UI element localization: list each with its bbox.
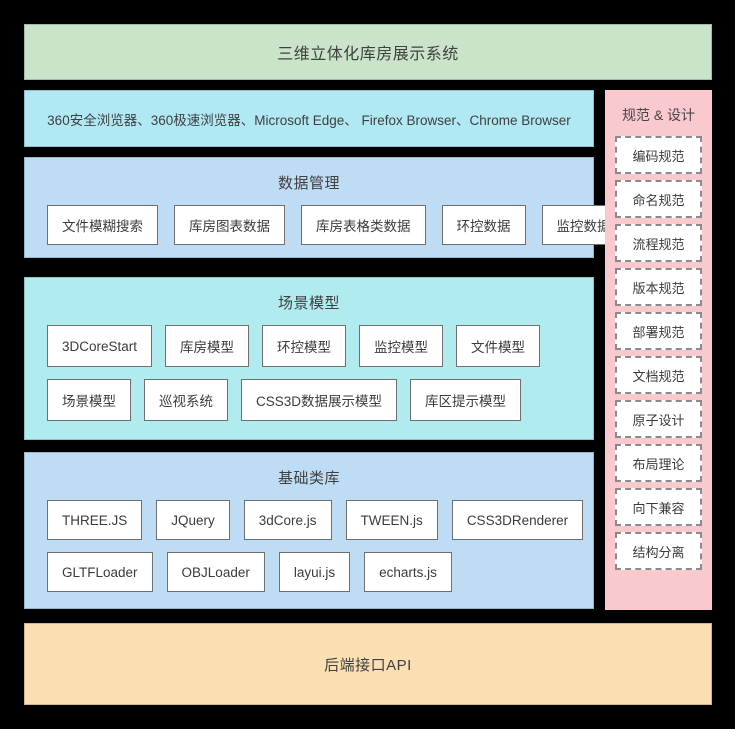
layer-title-base-library: 基础类库 — [277, 470, 340, 487]
chip-item[interactable]: GLTFLoader — [47, 552, 153, 592]
chip-item[interactable]: layui.js — [278, 552, 351, 592]
sidebar-item-naming-standard[interactable]: 命名规范 — [615, 180, 702, 218]
chip-item[interactable]: CSS3D数据展示模型 — [241, 379, 398, 421]
sidebar-title: 规范 & 设计 — [621, 107, 696, 123]
chip-item[interactable]: THREE.JS — [47, 500, 143, 540]
sidebar-item-coding-standard[interactable]: 编码规范 — [615, 136, 702, 174]
sidebar-item-version-standard[interactable]: 版本规范 — [615, 268, 702, 306]
layer-scene-model: 场景模型 3DCoreStart 库房模型 环控模型 监控模型 文件模型 场景模… — [24, 277, 594, 440]
chip-item[interactable]: 库房表格类数据 — [301, 205, 426, 245]
sidebar-item-layout-theory[interactable]: 布局理论 — [615, 444, 702, 482]
page-title: 三维立体化库房展示系统 — [277, 46, 459, 63]
sidebar-item-backward-compatibility[interactable]: 向下兼容 — [615, 488, 702, 526]
chip-item[interactable]: 场景模型 — [47, 379, 131, 421]
chip-item[interactable]: 巡视系统 — [144, 379, 228, 421]
chip-row: 3DCoreStart 库房模型 环控模型 监控模型 文件模型 — [37, 325, 581, 367]
chip-item[interactable]: 库区提示模型 — [410, 379, 522, 421]
browser-support-band: 360安全浏览器、360极速浏览器、Microsoft Edge、 Firefo… — [24, 90, 594, 147]
sidebar-item-deployment-standard[interactable]: 部署规范 — [615, 312, 702, 350]
sidebar-item-process-standard[interactable]: 流程规范 — [615, 224, 702, 262]
chip-row: 场景模型 巡视系统 CSS3D数据展示模型 库区提示模型 — [37, 379, 581, 421]
chip-item[interactable]: 文件模型 — [456, 325, 541, 367]
layer-base-library: 基础类库 THREE.JS JQuery 3dCore.js TWEEN.js … — [24, 452, 594, 609]
system-title-band: 三维立体化库房展示系统 — [24, 24, 712, 80]
chip-item[interactable]: 库房图表数据 — [174, 205, 285, 245]
backend-api-title: 后端接口API — [324, 656, 412, 674]
chip-item[interactable]: CSS3DRenderer — [451, 500, 584, 540]
chip-item[interactable]: OBJLoader — [166, 552, 265, 592]
chip-item[interactable]: 环控数据 — [441, 205, 526, 245]
chip-item[interactable]: 库房模型 — [165, 325, 250, 367]
chip-item[interactable]: echarts.js — [364, 552, 452, 592]
browser-support-text: 360安全浏览器、360极速浏览器、Microsoft Edge、 Firefo… — [47, 112, 571, 128]
layer-data-management: 数据管理 文件模糊搜索 库房图表数据 库房表格类数据 环控数据 监控数据 — [24, 157, 626, 258]
layer-title-data-management: 数据管理 — [277, 175, 340, 192]
chip-item[interactable]: 文件模糊搜索 — [47, 205, 158, 245]
chip-row: 文件模糊搜索 库房图表数据 库房表格类数据 环控数据 监控数据 — [37, 205, 626, 245]
sidebar-specs-design: 规范 & 设计 编码规范 命名规范 流程规范 版本规范 部署规范 文档规范 原子… — [605, 90, 712, 610]
chip-item[interactable]: 3dCore.js — [243, 500, 332, 540]
chip-item[interactable]: TWEEN.js — [345, 500, 438, 540]
chip-item[interactable]: 监控模型 — [359, 325, 444, 367]
chip-item[interactable]: 3DCoreStart — [47, 325, 153, 367]
sidebar-item-document-standard[interactable]: 文档规范 — [615, 356, 702, 394]
sidebar-item-atomic-design[interactable]: 原子设计 — [615, 400, 702, 438]
layer-title-scene-model: 场景模型 — [277, 295, 340, 312]
chip-item[interactable]: JQuery — [156, 500, 230, 540]
chip-item[interactable]: 环控模型 — [262, 325, 347, 367]
chip-row: GLTFLoader OBJLoader layui.js echarts.js — [37, 552, 581, 592]
backend-api-band: 后端接口API — [24, 623, 712, 705]
chip-row: THREE.JS JQuery 3dCore.js TWEEN.js CSS3D… — [37, 500, 584, 540]
sidebar-item-structure-separation[interactable]: 结构分离 — [615, 532, 702, 570]
